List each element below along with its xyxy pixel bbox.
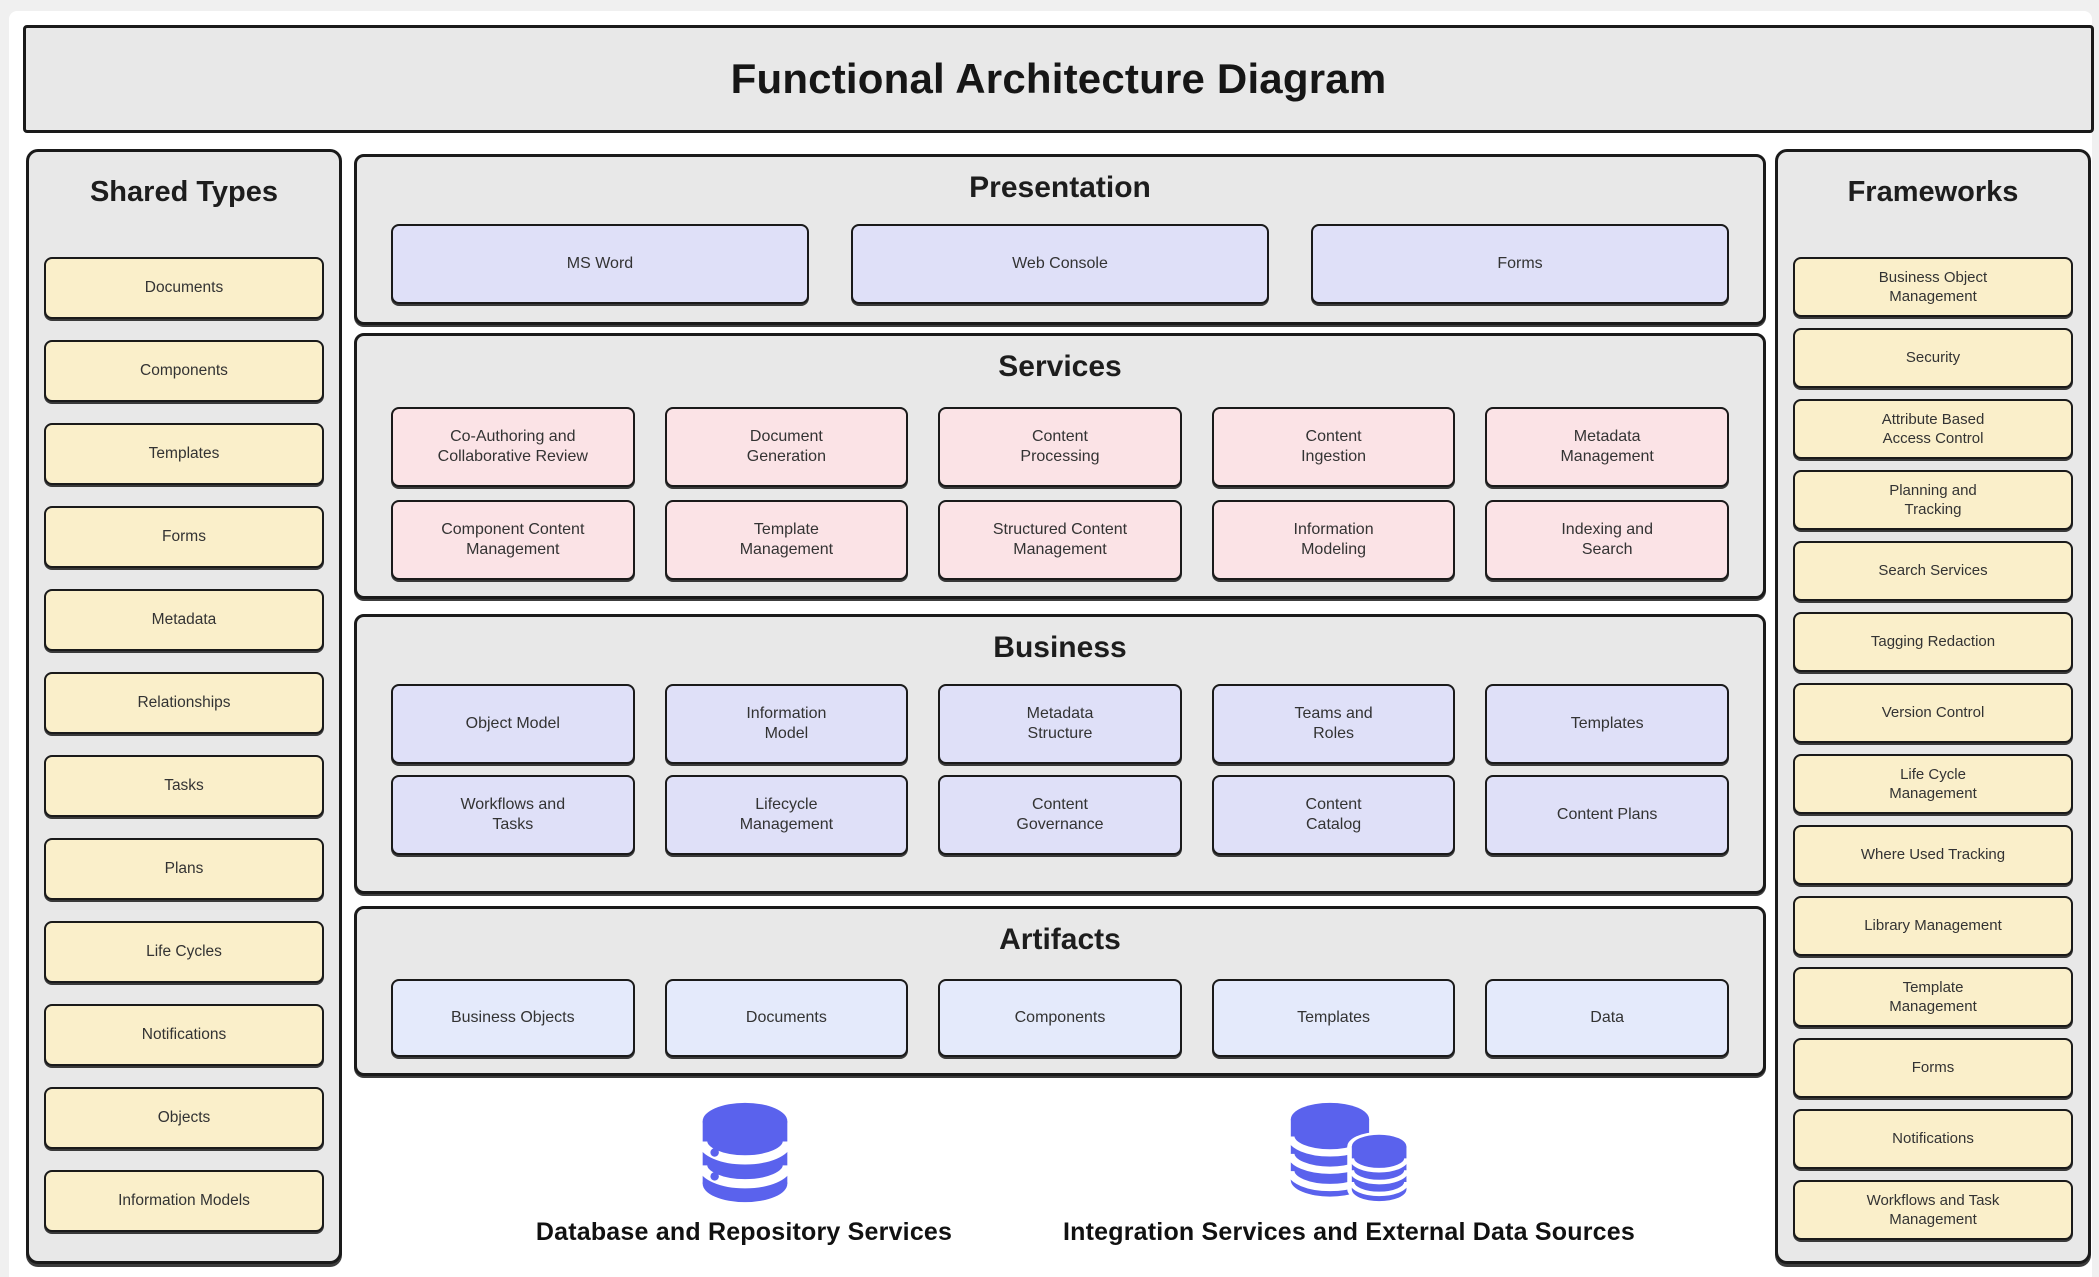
shared-type-templates: Templates	[44, 423, 324, 485]
shared-type-relationships: Relationships	[44, 672, 324, 734]
shared-type-plans: Plans	[44, 838, 324, 900]
service-template-management: Template Management	[664, 500, 909, 580]
shared-type-information-models: Information Models	[44, 1170, 324, 1232]
artifact-data: Data	[1485, 979, 1729, 1057]
frameworks-panel: Frameworks Business Object Management Se…	[1775, 149, 2091, 1264]
service-document-generation: Document Generation	[664, 407, 909, 487]
page-title: Functional Architecture Diagram	[730, 55, 1387, 102]
artifact-components: Components	[938, 979, 1182, 1057]
service-content-processing: Content Processing	[938, 407, 1182, 487]
framework-workflows-and-task-management: Workflows and Task Management	[1793, 1180, 2073, 1240]
service-indexing-and-search: Indexing and Search	[1485, 500, 1729, 580]
services-rows: Co-Authoring and Collaborative Review Do…	[391, 407, 1729, 580]
framework-where-used-tracking: Where Used Tracking	[1793, 825, 2073, 885]
business-workflows-and-tasks: Workflows and Tasks	[391, 775, 635, 855]
frameworks-title: Frameworks	[1847, 176, 2019, 208]
presentation-section: Presentation MS Word Web Console Forms	[354, 154, 1766, 325]
services-row-1: Co-Authoring and Collaborative Review Do…	[391, 407, 1729, 487]
framework-library-management: Library Management	[1793, 896, 2073, 956]
service-information-modeling: Information Modeling	[1211, 500, 1456, 580]
framework-planning-and-tracking: Planning and Tracking	[1793, 470, 2073, 530]
databases-icon	[1289, 1094, 1411, 1210]
artifacts-row: Business Objects Documents Components Te…	[391, 979, 1729, 1057]
services-title: Services	[998, 350, 1122, 383]
shared-type-life-cycles: Life Cycles	[44, 921, 324, 983]
service-structured-content-management: Structured Content Management	[938, 500, 1182, 580]
diagram-title-bar: Functional Architecture Diagram	[23, 25, 2094, 133]
framework-template-management: Template Management	[1793, 967, 2073, 1027]
shared-type-forms: Forms	[44, 506, 324, 568]
artifact-business-objects: Business Objects	[391, 979, 635, 1057]
business-rows: Object Model Information Model Metadata …	[391, 684, 1729, 855]
framework-search-services: Search Services	[1793, 541, 2073, 601]
shared-types-panel: Shared Types Documents Components Templa…	[26, 149, 342, 1264]
shared-types-list: Documents Components Templates Forms Met…	[44, 257, 324, 1232]
shared-type-metadata: Metadata	[44, 589, 324, 651]
artifacts-section: Artifacts Business Objects Documents Com…	[354, 906, 1766, 1076]
shared-type-notifications: Notifications	[44, 1004, 324, 1066]
business-information-model: Information Model	[664, 684, 909, 764]
artifacts-title: Artifacts	[999, 923, 1121, 956]
business-content-catalog: Content Catalog	[1211, 775, 1456, 855]
business-section: Business Object Model Information Model …	[354, 614, 1766, 894]
service-co-authoring-collaborative-review: Co-Authoring and Collaborative Review	[391, 407, 635, 487]
presentation-title: Presentation	[969, 171, 1151, 204]
framework-tagging-redaction: Tagging Redaction	[1793, 612, 2073, 672]
services-row-2: Component Content Management Template Ma…	[391, 500, 1729, 580]
business-lifecycle-management: Lifecycle Management	[664, 775, 909, 855]
services-section: Services Co-Authoring and Collaborative …	[354, 333, 1766, 599]
business-content-plans: Content Plans	[1485, 775, 1729, 855]
business-metadata-structure: Metadata Structure	[938, 684, 1182, 764]
business-templates: Templates	[1485, 684, 1729, 764]
shared-type-documents: Documents	[44, 257, 324, 319]
artifact-documents: Documents	[664, 979, 909, 1057]
business-teams-and-roles: Teams and Roles	[1211, 684, 1456, 764]
service-metadata-management: Metadata Management	[1485, 407, 1729, 487]
framework-version-control: Version Control	[1793, 683, 2073, 743]
framework-notifications: Notifications	[1793, 1109, 2073, 1169]
presentation-web-console: Web Console	[851, 224, 1269, 304]
framework-security: Security	[1793, 328, 2073, 388]
business-content-governance: Content Governance	[938, 775, 1182, 855]
shared-type-tasks: Tasks	[44, 755, 324, 817]
presentation-ms-word: MS Word	[391, 224, 809, 304]
business-row-1: Object Model Information Model Metadata …	[391, 684, 1729, 764]
presentation-row: MS Word Web Console Forms	[391, 224, 1729, 304]
business-object-model: Object Model	[391, 684, 635, 764]
frameworks-list: Business Object Management Security Attr…	[1793, 257, 2073, 1240]
database-services-label: Database and Repository Services	[535, 1218, 953, 1246]
service-content-ingestion: Content Ingestion	[1211, 407, 1456, 487]
business-title: Business	[993, 631, 1127, 664]
service-component-content-management: Component Content Management	[391, 500, 635, 580]
framework-business-object-management: Business Object Management	[1793, 257, 2073, 317]
shared-type-components: Components	[44, 340, 324, 402]
shared-types-title: Shared Types	[89, 176, 279, 208]
framework-attribute-based-access-control: Attribute Based Access Control	[1793, 399, 2073, 459]
business-row-2: Workflows and Tasks Lifecycle Management…	[391, 775, 1729, 855]
artifact-templates: Templates	[1211, 979, 1456, 1057]
presentation-forms: Forms	[1311, 224, 1729, 304]
framework-forms: Forms	[1793, 1038, 2073, 1098]
database-icon	[699, 1096, 791, 1209]
framework-life-cycle-management: Life Cycle Management	[1793, 754, 2073, 814]
page-background: Functional Architecture Diagram Shared T…	[9, 11, 2094, 1277]
integration-services-label: Integration Services and External Data S…	[1063, 1218, 1635, 1246]
shared-type-objects: Objects	[44, 1087, 324, 1149]
